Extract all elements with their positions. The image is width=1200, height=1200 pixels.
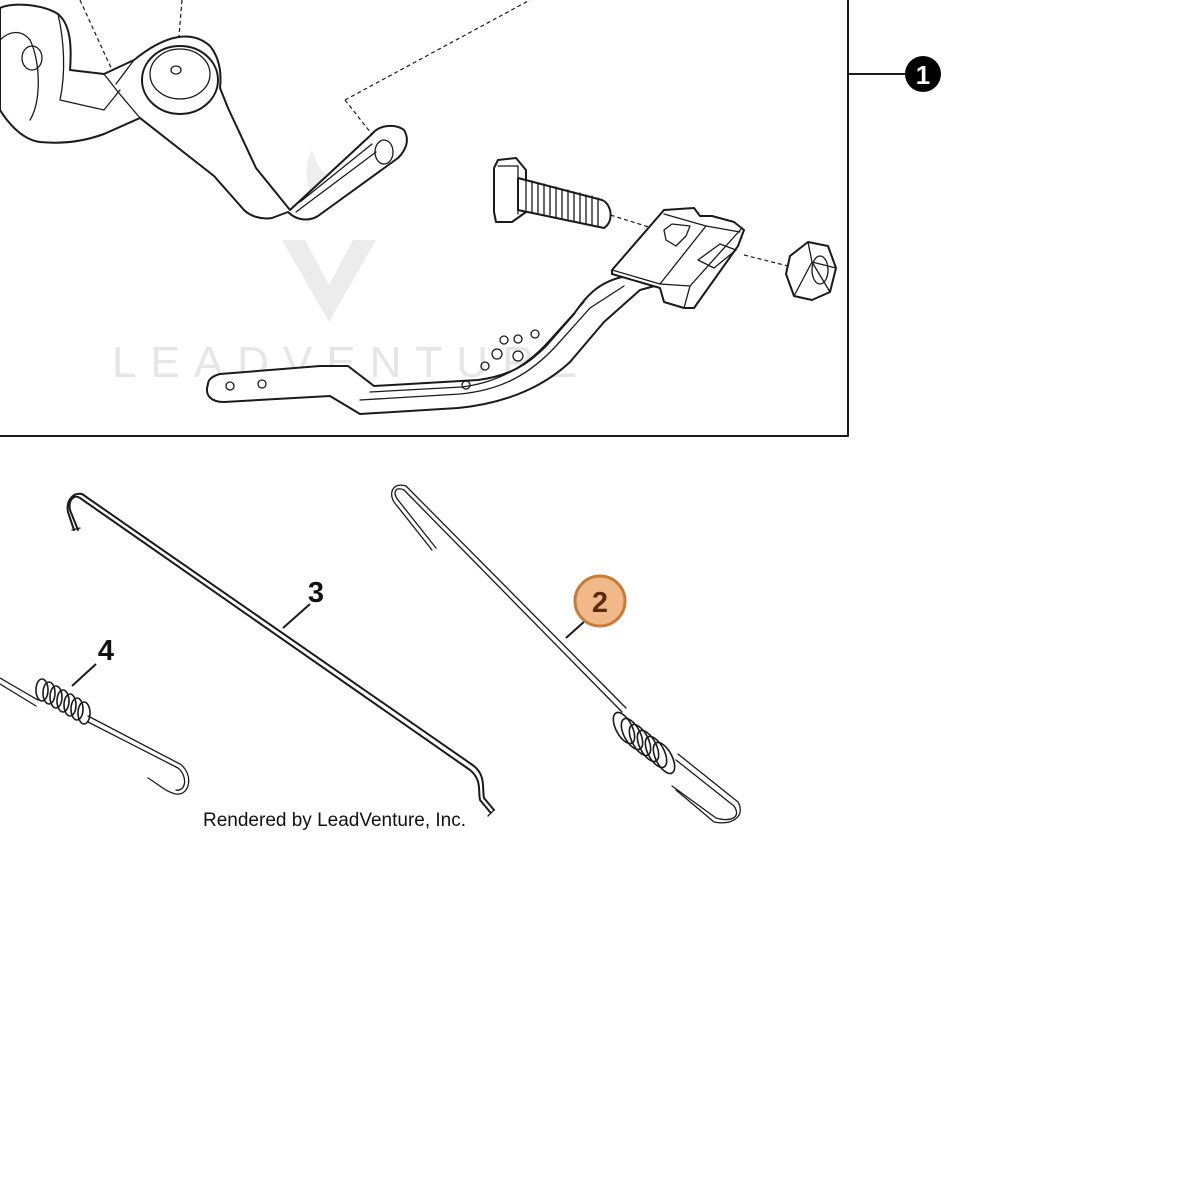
spring-part-2 <box>391 484 741 824</box>
carriage-bolt <box>493 157 612 229</box>
callout-2-label: 2 <box>592 587 608 619</box>
callout-3[interactable]: 3 <box>282 577 324 629</box>
hex-nut <box>785 241 837 301</box>
spring-part-4 <box>0 677 190 795</box>
callout-1-label: 1 <box>916 60 930 90</box>
mounting-bracket <box>0 3 408 221</box>
callout-2[interactable]: 2 <box>565 574 627 639</box>
callout-4[interactable]: 4 <box>71 635 114 687</box>
callout-1[interactable]: 1 <box>848 56 941 92</box>
pedal-arm <box>206 207 745 415</box>
rod-part-3 <box>66 492 495 817</box>
render-credit: Rendered by LeadVenture, Inc. <box>203 810 466 831</box>
assembly-frame <box>0 0 849 437</box>
callout-4-label: 4 <box>98 635 114 667</box>
callout-3-label: 3 <box>308 577 324 609</box>
